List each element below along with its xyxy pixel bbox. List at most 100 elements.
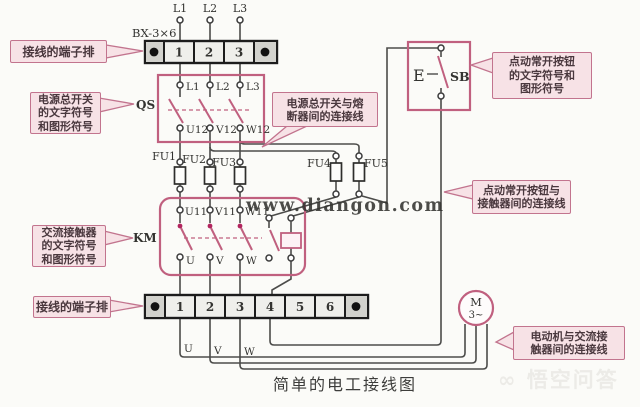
km-coil bbox=[280, 232, 302, 249]
motor-phase-label: 3~ bbox=[469, 310, 484, 321]
block-top-cell-2: 2 bbox=[205, 46, 213, 60]
wire-motor-v bbox=[209, 318, 477, 364]
motor-lead-labels: U V W bbox=[184, 343, 255, 358]
qs-ref-label: QS bbox=[136, 98, 155, 112]
fu1-label: FU1 bbox=[152, 150, 176, 163]
km-contactor: KM U11 V11 W11 U V bbox=[133, 196, 307, 277]
block-bottom-cell-5: 5 bbox=[296, 300, 304, 314]
fuse-bodies-main bbox=[173, 166, 247, 185]
sb-pushbutton: E SB bbox=[406, 40, 472, 112]
callout-sb-km-wire: 点动常开按钮与 接触器间的连接线 bbox=[472, 180, 571, 214]
km-v-label: V bbox=[215, 255, 224, 267]
callout-qs-symbol-text: 电源总开关 的文字符号 和图形符号 bbox=[38, 92, 93, 133]
phase-l1-terminal bbox=[176, 16, 184, 24]
sb-blade bbox=[437, 55, 449, 89]
block-bottom-cell-4: 4 bbox=[266, 300, 274, 314]
pointer-qs-symbol bbox=[98, 97, 135, 113]
brand-watermark: ∞ 悟空问答 bbox=[498, 364, 638, 394]
km-w11-label: W11 bbox=[245, 206, 269, 218]
callout-terminal-block-top: 接线的端子排 bbox=[10, 40, 107, 63]
callout-sb-symbol-text: 点动常开按钮 的文字符号和 图形符号 bbox=[509, 55, 575, 96]
km-u-label: U bbox=[186, 255, 195, 267]
wire-fu4-aux bbox=[270, 196, 337, 217]
qs-l2-label: L2 bbox=[216, 81, 230, 93]
fuses-main: FU1 FU2 FU3 bbox=[152, 150, 247, 193]
sb-ref-label: SB bbox=[450, 69, 470, 84]
qs-switch: QS L1 L2 L3 U12 V12 W12 bbox=[136, 73, 270, 144]
incoming-phases: L1 L2 L3 BX-3×6 bbox=[132, 2, 247, 40]
wire-motor-u bbox=[179, 318, 466, 358]
callout-terminal-block-top-text: 接线的端子排 bbox=[22, 44, 95, 59]
qs-u12-label: U12 bbox=[186, 124, 208, 136]
pointer-motor-wire bbox=[494, 330, 515, 352]
callout-terminal-block-bottom: 接线的端子排 bbox=[33, 296, 111, 318]
wires bbox=[179, 23, 488, 370]
site-watermark: www.diangon.com bbox=[245, 196, 445, 216]
pointer-terminal-top bbox=[105, 44, 144, 59]
fuse-bodies-control bbox=[329, 162, 366, 182]
block-bottom-cell-3: 3 bbox=[236, 300, 244, 314]
callout-sb-km-wire-text: 点动常开按钮与 接触器间的连接线 bbox=[477, 184, 566, 210]
fu2-label: FU2 bbox=[182, 153, 206, 166]
block-bottom-cell-6: 6 bbox=[326, 300, 334, 314]
km-ref-label: KM bbox=[133, 231, 157, 245]
fu3-label: FU3 bbox=[212, 156, 236, 169]
callout-sb-symbol: 点动常开按钮 的文字符号和 图形符号 bbox=[492, 52, 592, 99]
terminal-block-top: 1 2 3 bbox=[143, 39, 279, 65]
block-bottom-end-dot-right bbox=[351, 302, 361, 311]
callout-qs-fuse-wire-text: 电源总开关与熔 断器间的连接线 bbox=[286, 96, 364, 123]
km-w-label: W bbox=[246, 255, 257, 267]
callout-motor-wire-text: 电动机与交流接 触器间的连接线 bbox=[530, 330, 608, 356]
block-top-end-dot-left bbox=[149, 47, 159, 57]
pointer-km-symbol bbox=[103, 230, 134, 246]
block-top-end-dot-right bbox=[260, 47, 270, 57]
callout-terminal-block-bottom-text: 接线的端子排 bbox=[35, 300, 108, 314]
pointer-terminal-bottom bbox=[108, 299, 144, 313]
model-label: BX-3×6 bbox=[132, 26, 176, 40]
fu5-label: FU5 bbox=[364, 157, 388, 170]
phase-l3-label: L3 bbox=[233, 2, 247, 15]
diagram-title: 简单的电工接线图 bbox=[272, 375, 417, 394]
km-blades bbox=[180, 227, 280, 252]
lead-v-label: V bbox=[213, 345, 222, 357]
block-top-cell-3: 3 bbox=[235, 46, 243, 60]
callout-pointers bbox=[98, 44, 515, 352]
phase-l3-terminal bbox=[236, 16, 244, 24]
wire-v12-fu4 bbox=[209, 146, 337, 154]
block-bottom-end-dot-left bbox=[150, 302, 160, 311]
phase-l2-label: L2 bbox=[203, 2, 217, 15]
motor: M 3~ bbox=[457, 289, 495, 327]
km-v11-label: V11 bbox=[214, 206, 236, 218]
callout-qs-fuse-wire: 电源总开关与熔 断器间的连接线 bbox=[272, 92, 378, 127]
block-bottom-cell-2: 2 bbox=[206, 300, 214, 314]
callout-motor-wire: 电动机与交流接 触器间的连接线 bbox=[513, 326, 625, 360]
km-u11-label: U11 bbox=[185, 206, 207, 218]
lead-u-label: U bbox=[184, 343, 193, 355]
block-bottom-cell-1: 1 bbox=[176, 300, 184, 314]
qs-v12-label: V12 bbox=[215, 124, 237, 136]
fu4-label: FU4 bbox=[307, 157, 331, 170]
wire-sb-terminal4 bbox=[269, 99, 442, 346]
lead-w-label: W bbox=[244, 346, 255, 358]
brand-logo-text: 悟空问答 bbox=[526, 368, 619, 392]
wire-coil-terminal4 bbox=[271, 261, 292, 295]
wire-sb-top bbox=[361, 47, 438, 205]
phase-l2-terminal bbox=[206, 16, 214, 24]
motor-label: M bbox=[470, 295, 482, 309]
block-top-cell-1: 1 bbox=[175, 46, 183, 60]
qs-l3-label: L3 bbox=[246, 81, 260, 93]
callout-qs-symbol: 电源总开关 的文字符号 和图形符号 bbox=[30, 92, 101, 134]
pointer-sb-symbol bbox=[468, 57, 494, 74]
qs-blades bbox=[168, 98, 244, 124]
qs-w12-label: W12 bbox=[246, 124, 270, 136]
qs-l1-label: L1 bbox=[186, 81, 200, 93]
sb-actuator: E bbox=[413, 66, 425, 85]
pointer-sb-km-wire bbox=[443, 184, 474, 200]
callout-km-symbol-text: 交流接触器 的文字符号 和图形符号 bbox=[41, 225, 97, 266]
brand-logo-icon: ∞ bbox=[498, 368, 518, 392]
phase-l1-label: L1 bbox=[173, 2, 187, 15]
fuses-control: FU4 FU5 bbox=[307, 152, 388, 198]
terminal-block-bottom: 1 2 3 4 5 6 bbox=[143, 293, 370, 320]
